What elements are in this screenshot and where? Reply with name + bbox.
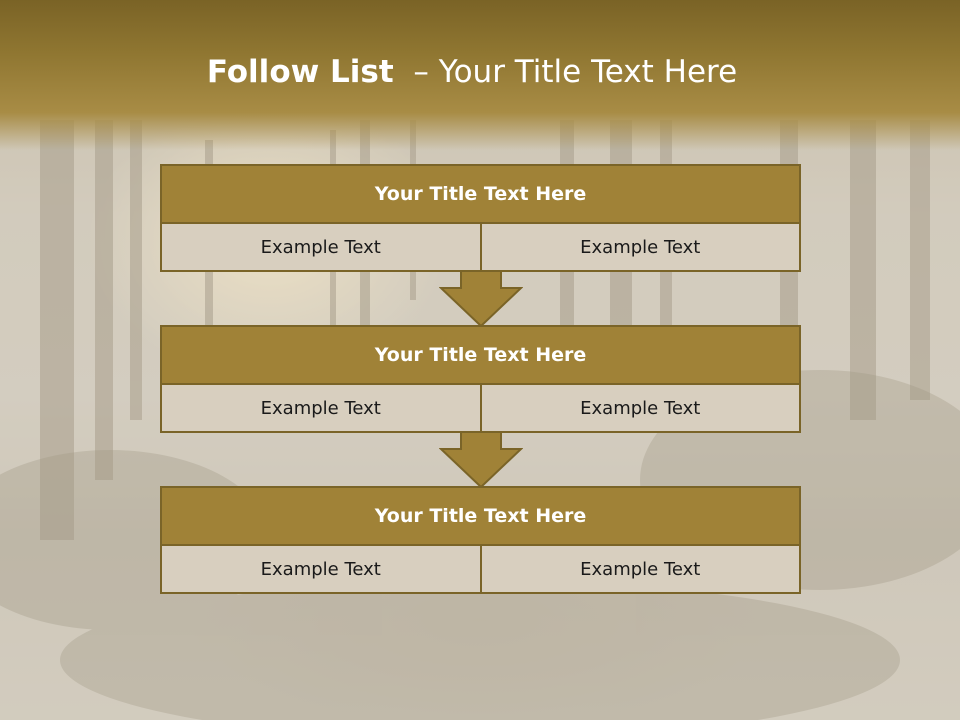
flow-block-title: Your Title Text Here — [162, 166, 799, 222]
flow-block-title: Your Title Text Here — [162, 488, 799, 544]
flow-block-row: Example Text Example Text — [162, 546, 799, 592]
flow-block-right-text: Example Text — [481, 224, 799, 270]
flow-block-left-text: Example Text — [162, 385, 480, 431]
title-band — [0, 0, 960, 150]
flow-block-right-text: Example Text — [481, 546, 799, 592]
flow-block-left-text: Example Text — [162, 546, 480, 592]
flow-block-2: Your Title Text Here Example Text Exampl… — [160, 325, 801, 433]
slide-title-rest: – Your Title Text Here — [393, 54, 738, 90]
flow-block-1: Your Title Text Here Example Text Exampl… — [160, 164, 801, 272]
flow-block-3: Your Title Text Here Example Text Exampl… — [160, 486, 801, 594]
down-arrow-icon — [439, 431, 523, 489]
down-arrow-icon — [439, 270, 523, 328]
flow-block-left-text: Example Text — [162, 224, 480, 270]
slide-title-bold: Follow List — [206, 54, 394, 90]
flow-block-title: Your Title Text Here — [162, 327, 799, 383]
slide-title: Follow List – Your Title Text Here — [0, 54, 944, 90]
flow-block-row: Example Text Example Text — [162, 224, 799, 270]
flow-block-row: Example Text Example Text — [162, 385, 799, 431]
flow-block-right-text: Example Text — [481, 385, 799, 431]
